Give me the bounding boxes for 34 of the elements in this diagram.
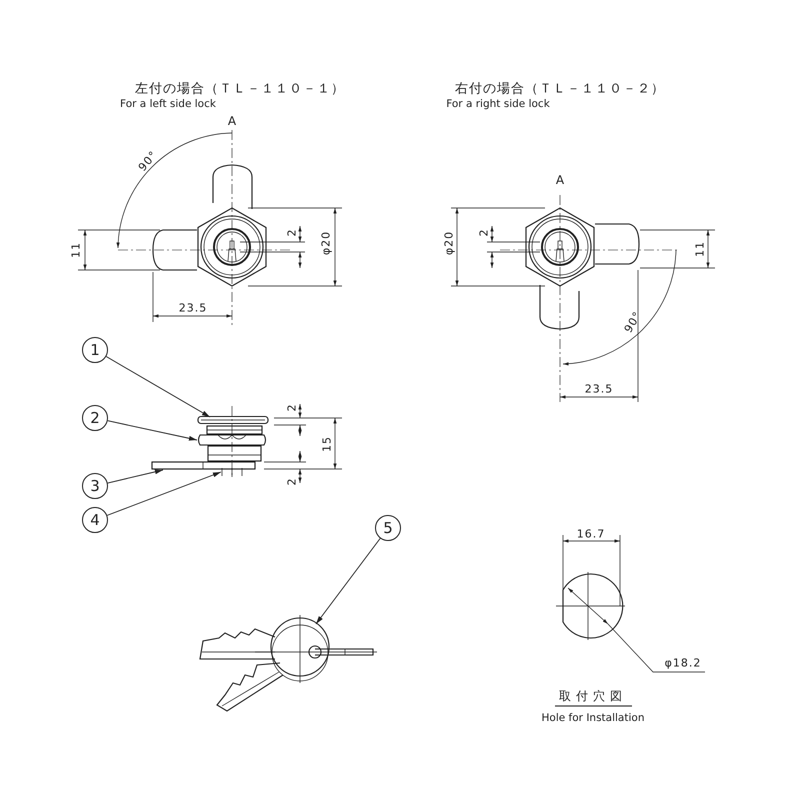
callout-number: 5	[375, 515, 401, 541]
dimension-value: 2	[478, 230, 490, 236]
view-subtitle: For a left side lock	[120, 98, 216, 110]
axis-label: A	[228, 115, 236, 127]
view-title: 左付の場合（ＴＬ－１１０－１）	[135, 82, 345, 96]
dimension-value: φ18.2	[664, 658, 702, 668]
view-title: 右付の場合（ＴＬ－１１０－２）	[455, 82, 665, 96]
dimension-value: 11	[694, 241, 706, 257]
callout-number: 3	[82, 473, 108, 499]
dimension-value: 2	[286, 230, 298, 236]
leader-line	[106, 356, 210, 418]
leader-line	[107, 470, 164, 484]
hex-nut-drawing	[196, 434, 268, 446]
leader-line	[107, 420, 198, 441]
drawing-subtitle: Hole for Installation	[542, 712, 644, 724]
dimension-value: 2	[286, 404, 298, 412]
dimension-value: 15	[322, 436, 332, 452]
cam-plate-drawing	[150, 460, 258, 471]
callout-number: 4	[82, 507, 108, 533]
dimension-value: 23.5	[178, 302, 208, 314]
leader-line	[316, 538, 381, 624]
dimension-value: 11	[70, 242, 82, 258]
dimension-value: φ20	[320, 230, 332, 256]
callout-number: 2	[82, 405, 108, 431]
view-subtitle: For a right side lock	[446, 98, 550, 110]
callout-number: 1	[82, 337, 108, 363]
dimension-value: φ20	[444, 230, 454, 256]
lock-bezel-drawing	[197, 415, 269, 426]
leader-line	[106, 472, 222, 516]
dimension-value: 23.5	[584, 384, 614, 394]
dimension-value: 16.7	[576, 528, 606, 540]
drawing-title: 取付穴図	[559, 690, 627, 702]
dimension-value: 2	[286, 478, 298, 486]
axis-label: A	[556, 174, 564, 186]
